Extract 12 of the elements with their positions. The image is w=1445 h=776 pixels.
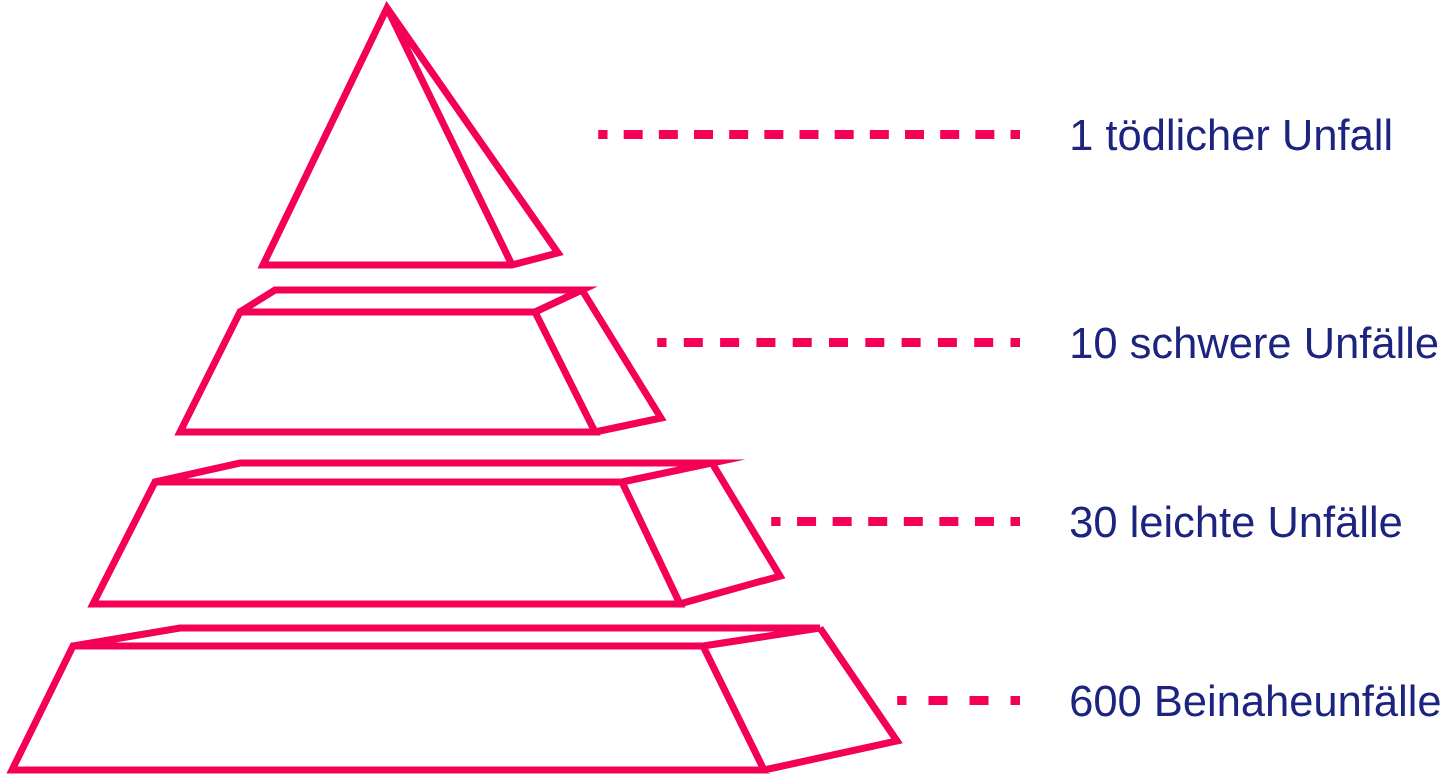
pyramid-layer — [89, 459, 786, 608]
tier-label: 600 Beinaheunfälle — [1071, 684, 1440, 717]
tier-label: 10 schwere Unfälle — [1072, 326, 1438, 359]
leader-line — [771, 516, 1020, 526]
pyramid-layer — [176, 286, 667, 436]
pyramid-apex — [257, 4, 562, 269]
pyramid-layer — [8, 624, 903, 774]
leader-line — [897, 695, 1020, 705]
tier-label: 1 tödlicher Unfall — [1072, 118, 1391, 151]
leader-line — [598, 129, 1020, 139]
tier-label: 30 leichte Unfälle — [1070, 505, 1401, 538]
leader-line — [657, 337, 1020, 347]
